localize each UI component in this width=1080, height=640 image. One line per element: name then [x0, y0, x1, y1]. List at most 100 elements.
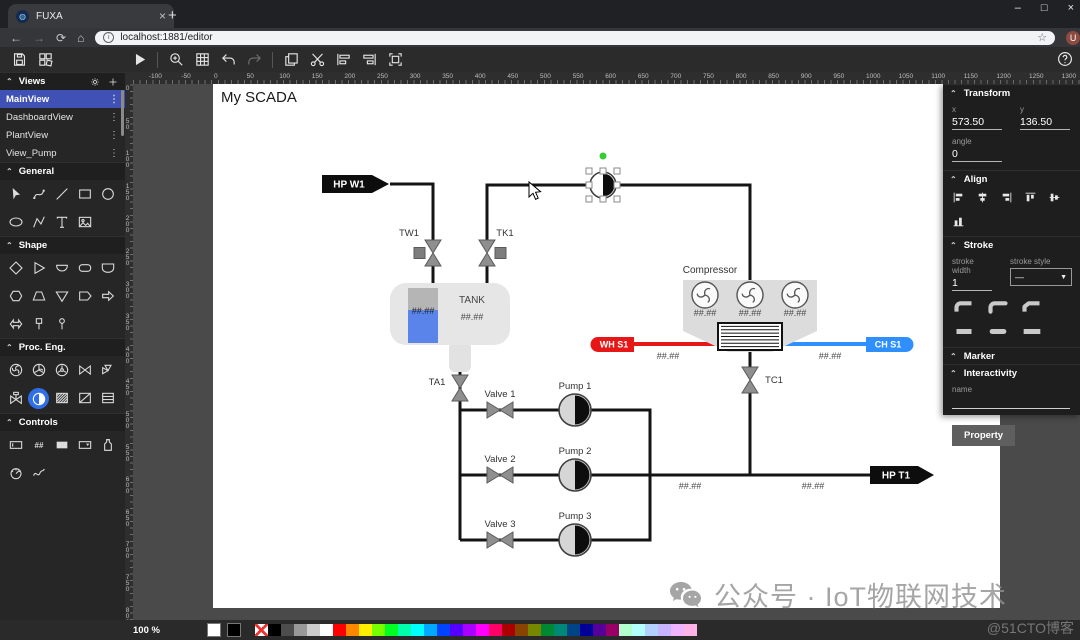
flag-hpt1[interactable]: HP T1	[870, 466, 934, 484]
collapse-icon[interactable]: ⌃	[950, 351, 957, 361]
color-swatch[interactable]	[515, 624, 528, 636]
color-swatch[interactable]	[333, 624, 346, 636]
color-swatch-none[interactable]	[255, 624, 268, 636]
collapse-icon[interactable]: ⌃	[950, 240, 957, 250]
tool-pin-circle[interactable]	[50, 313, 73, 335]
browser-tab[interactable]: ◍ FUXA ×	[8, 4, 174, 28]
color-swatch[interactable]	[463, 624, 476, 636]
valve-valve2[interactable]	[486, 466, 514, 484]
selection-handle[interactable]	[613, 181, 621, 189]
align-middle-v-button[interactable]	[1048, 191, 1061, 204]
grid-button[interactable]	[189, 50, 215, 70]
pump-pump1[interactable]	[558, 393, 592, 427]
color-swatch[interactable]	[268, 624, 281, 636]
views-settings-gear-icon[interactable]	[89, 76, 101, 88]
color-swatch[interactable]	[619, 624, 632, 636]
tool-polyline[interactable]	[27, 211, 50, 233]
color-swatch[interactable]	[385, 624, 398, 636]
view-menu-dots-icon[interactable]: ⋮	[109, 111, 119, 123]
valve-tw1[interactable]	[413, 239, 442, 267]
y-input[interactable]: 136.50	[1020, 116, 1070, 130]
scada-page[interactable]: My SCADA ##.##TANK##.##Compressor##.####…	[213, 84, 1000, 608]
tool-ctrl-gauge[interactable]	[4, 462, 27, 484]
tool-valve-bowtie[interactable]	[73, 359, 96, 381]
color-swatch[interactable]	[307, 624, 320, 636]
views-scrollbar[interactable]	[121, 90, 124, 136]
rotate-handle[interactable]	[599, 152, 607, 160]
selection-handle[interactable]	[613, 167, 621, 175]
tool-pin-square[interactable]	[27, 313, 50, 335]
profile-avatar[interactable]: U	[1066, 30, 1080, 45]
tool-ctrl-chart[interactable]	[27, 462, 50, 484]
color-swatch[interactable]	[437, 624, 450, 636]
flag-chs1[interactable]: CH S1	[866, 337, 914, 352]
tool-fan-swirl-c[interactable]	[50, 359, 73, 381]
tool-pentagon-right[interactable]	[73, 285, 96, 307]
color-swatch[interactable]	[645, 624, 658, 636]
align-lines-right-button[interactable]	[356, 50, 382, 70]
undo-button[interactable]	[215, 50, 241, 70]
sidebar-view-PlantView[interactable]: PlantView⋮	[0, 126, 125, 144]
tool-diamond[interactable]	[4, 257, 27, 279]
stroke-style-select[interactable]: — ▼	[1010, 268, 1072, 286]
views-section-header[interactable]: ⌃ Views	[0, 72, 125, 90]
property-button[interactable]: Property	[952, 425, 1016, 446]
tool-round-rect[interactable]	[73, 257, 96, 279]
minimize-button[interactable]: –	[1014, 2, 1021, 14]
forward-icon[interactable]: →	[33, 30, 45, 45]
collapse-icon[interactable]: ⌃	[6, 343, 13, 352]
align-section-header[interactable]: ⌃ Align	[943, 171, 1080, 187]
flag-hpw1[interactable]: HP W1	[322, 175, 389, 193]
compressor-fan[interactable]	[736, 281, 764, 309]
stroke-width-input[interactable]: 1	[952, 277, 992, 291]
site-info-icon[interactable]: i	[103, 32, 115, 43]
selection-handle[interactable]	[613, 195, 621, 203]
collapse-icon[interactable]: ⌃	[950, 174, 957, 184]
tool-pump-half[interactable]	[28, 388, 49, 409]
corner-miter-button[interactable]	[952, 300, 976, 315]
flag-whs1[interactable]: WH S1	[590, 337, 635, 352]
sidebar-view-View_Pump[interactable]: View_Pump⋮	[0, 144, 125, 162]
section-header-proc-eng-[interactable]: ⌃Proc. Eng.	[0, 338, 125, 356]
tool-arrow-right[interactable]	[96, 285, 119, 307]
view-menu-dots-icon[interactable]: ⋮	[109, 147, 119, 159]
stroke-section-header[interactable]: ⌃ Stroke	[943, 237, 1080, 253]
tool-fan-swirl-a[interactable]	[4, 359, 27, 381]
tool-triangle-right[interactable]	[27, 257, 50, 279]
align-top-button[interactable]	[1024, 191, 1037, 204]
color-swatch[interactable]	[541, 624, 554, 636]
compressor-fan[interactable]	[691, 281, 719, 309]
maximize-button[interactable]: □	[1040, 2, 1048, 14]
fit-frame-button[interactable]	[382, 50, 408, 70]
color-swatch[interactable]	[528, 624, 541, 636]
valve-valve3[interactable]	[486, 531, 514, 549]
view-menu-dots-icon[interactable]: ⋮	[109, 93, 119, 105]
corner-round-button[interactable]	[986, 300, 1010, 315]
tool-line[interactable]	[50, 183, 73, 205]
align-right-button[interactable]	[1000, 191, 1013, 204]
cap-round-button[interactable]	[986, 324, 1010, 339]
color-swatch[interactable]	[398, 624, 411, 636]
collapse-icon[interactable]: ⌃	[950, 368, 957, 378]
play-button[interactable]	[126, 50, 152, 70]
tank-nozzle[interactable]	[449, 342, 471, 372]
color-swatch[interactable]	[294, 624, 307, 636]
x-input[interactable]: 573.50	[952, 116, 1002, 130]
section-header-shape[interactable]: ⌃Shape	[0, 236, 125, 254]
tool-cursor[interactable]	[4, 183, 27, 205]
heat-exchanger[interactable]	[717, 322, 783, 351]
tool-valve-angle[interactable]	[96, 359, 119, 381]
selection-handle[interactable]	[599, 167, 607, 175]
color-swatch[interactable]	[320, 624, 333, 636]
pump-pump-top[interactable]	[589, 171, 617, 199]
valve-tk1[interactable]	[478, 239, 507, 267]
color-swatch[interactable]	[593, 624, 606, 636]
color-swatch[interactable]	[580, 624, 593, 636]
color-swatch[interactable]	[346, 624, 359, 636]
cut-button[interactable]	[304, 50, 330, 70]
tool-ctrl-bottle[interactable]	[96, 434, 119, 456]
tool-ctrl-select[interactable]	[73, 434, 96, 456]
selection-handles[interactable]	[585, 152, 621, 203]
selection-handle[interactable]	[585, 181, 593, 189]
corner-bevel-button[interactable]	[1020, 300, 1044, 315]
